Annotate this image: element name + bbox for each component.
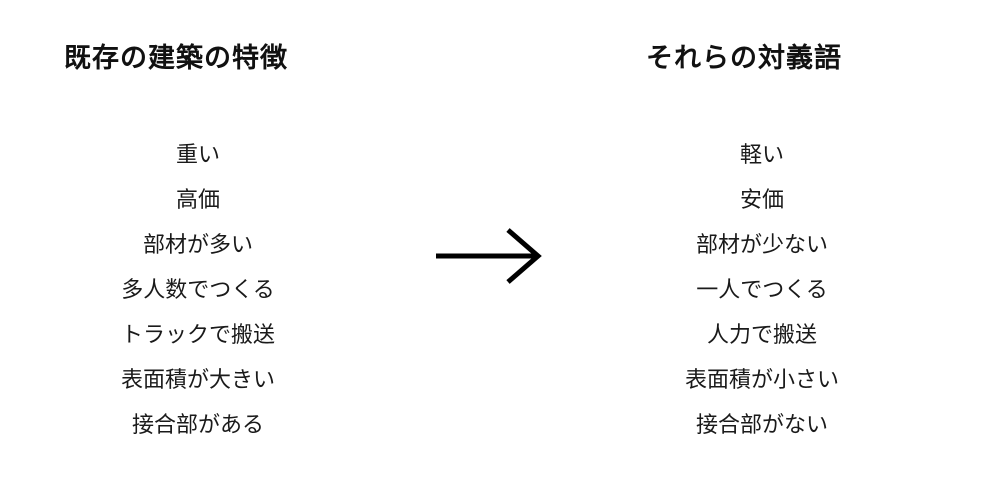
antonyms-list: 軽い 安価 部材が少ない 一人でつくる 人力で搬送 表面積が小さい 接合部がない <box>632 138 892 453</box>
antonyms-heading: それらの対義語 <box>646 43 842 74</box>
list-item: 重い <box>175 143 220 168</box>
list-item: 表面積が小さい <box>684 368 839 393</box>
list-item: 多人数でつくる <box>121 278 275 303</box>
list-item: 高価 <box>175 188 220 213</box>
existing-architecture-heading: 既存の建築の特徴 <box>64 43 288 74</box>
list-item: 軽い <box>739 143 784 168</box>
right-arrow-icon <box>434 228 544 284</box>
list-item: 安価 <box>739 188 784 213</box>
list-item: トラックで搬送 <box>120 323 275 348</box>
list-item: 人力で搬送 <box>706 323 817 348</box>
list-item: 表面積が大きい <box>120 368 275 393</box>
list-item: 部材が少ない <box>695 233 828 258</box>
list-item: 接合部がない <box>695 413 828 438</box>
list-item: 部材が多い <box>142 233 253 258</box>
list-item: 一人でつくる <box>696 278 828 303</box>
list-item: 接合部がある <box>131 413 264 438</box>
existing-features-list: 重い 高価 部材が多い 多人数でつくる トラックで搬送 表面積が大きい 接合部が… <box>68 138 328 453</box>
